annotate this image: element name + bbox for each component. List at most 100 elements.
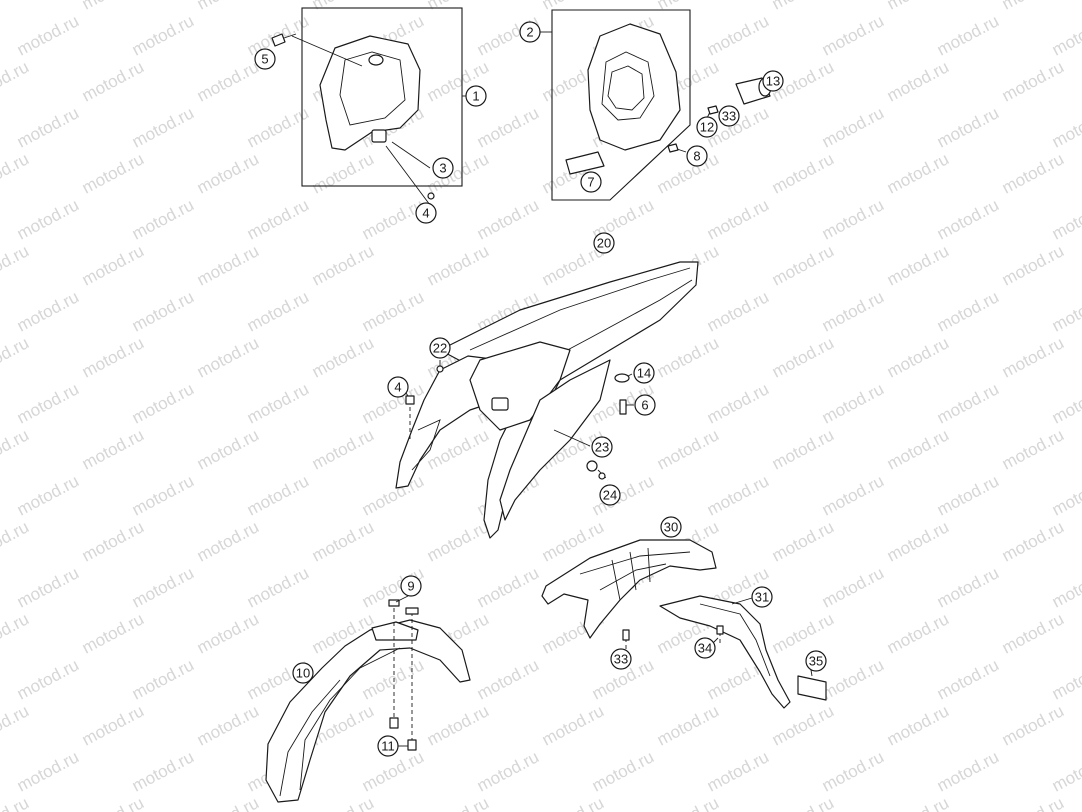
leader-9 — [395, 595, 409, 603]
watermark-text: motod.ru — [424, 793, 492, 812]
watermark-text: motod.ru — [0, 333, 32, 381]
bolt-33b — [622, 629, 630, 641]
watermark-text: motod.ru — [0, 57, 32, 105]
watermark-text: motod.ru — [194, 333, 262, 381]
callout-4b: 4 — [387, 376, 409, 398]
watermark-text: motod.ru — [244, 195, 312, 243]
watermark-text: motod.ru — [309, 0, 377, 14]
watermark-text: motod.ru — [704, 11, 772, 59]
watermark-text: motod.ru — [704, 747, 772, 795]
callout-label-13: 13 — [766, 74, 780, 89]
subframe-30 — [541, 539, 717, 639]
watermark-text: motod.ru — [934, 655, 1002, 703]
watermark-text: motod.ru — [194, 517, 262, 565]
watermark-text: motod.ru — [999, 793, 1067, 812]
watermark-text: motod.ru — [769, 517, 837, 565]
callout-label-20: 20 — [597, 236, 611, 251]
watermark-text: motod.ru — [244, 563, 312, 611]
rear-fender-group — [395, 261, 699, 539]
watermark-text: motod.ru — [819, 655, 887, 703]
watermark-text: motod.ru — [309, 793, 377, 812]
watermark-text: motod.ru — [819, 287, 887, 335]
callout-1: 1 — [465, 85, 487, 107]
callout-label-35: 35 — [809, 654, 823, 669]
watermark-text: motod.ru — [589, 747, 657, 795]
watermark-text: motod.ru — [999, 425, 1067, 473]
callout-22: 22 — [429, 337, 451, 359]
watermark-text: motod.ru — [589, 471, 657, 519]
leader-23 — [553, 429, 591, 447]
watermark-text: motod.ru — [424, 0, 492, 14]
watermark-text: motod.ru — [424, 517, 492, 565]
watermark-text: motod.ru — [129, 655, 197, 703]
callout-2: 2 — [519, 21, 541, 43]
watermark-text: motod.ru — [934, 11, 1002, 59]
watermark-text: motod.ru — [474, 747, 542, 795]
watermark-text: motod.ru — [819, 103, 887, 151]
watermark-text: motod.ru — [884, 701, 952, 749]
watermark-text: motod.ru — [819, 379, 887, 427]
watermark-text: motod.ru — [934, 195, 1002, 243]
watermark-text: motod.ru — [819, 195, 887, 243]
watermark-text: motod.ru — [769, 701, 837, 749]
watermark-text: motod.ru — [769, 241, 837, 289]
side-panel-right — [499, 359, 611, 521]
watermark-text: motod.ru — [474, 655, 542, 703]
callout-9: 9 — [400, 575, 422, 597]
callout-label-23: 23 — [595, 440, 609, 455]
headlight-mask — [587, 23, 681, 151]
watermark-text: motod.ru — [309, 425, 377, 473]
watermark-text: motod.ru — [129, 747, 197, 795]
leader-31 — [731, 597, 753, 605]
watermark-text: motod.ru — [704, 471, 772, 519]
watermark-text: motod.ru — [14, 103, 82, 151]
callout-label-4a: 4 — [422, 206, 429, 221]
watermark-text: motod.ru — [654, 425, 722, 473]
watermark-text: motod.ru — [934, 103, 1002, 151]
watermark-text: motod.ru — [884, 241, 952, 289]
bolt-4b — [405, 395, 415, 405]
watermark-text: motod.ru — [359, 287, 427, 335]
watermark-text: motod.ru — [999, 517, 1067, 565]
watermark-text: motod.ru — [539, 793, 607, 812]
watermark-text: motod.ru — [884, 149, 952, 197]
watermark-text: motod.ru — [884, 609, 952, 657]
watermark-text: motod.ru — [244, 379, 312, 427]
leader-4a — [385, 145, 431, 206]
watermark-text: motod.ru — [79, 793, 147, 812]
watermark-text: motod.ru — [654, 701, 722, 749]
watermark-text: motod.ru — [999, 609, 1067, 657]
watermark-text: motod.ru — [884, 793, 952, 812]
watermark-text: motod.ru — [1049, 655, 1082, 703]
watermark-text: motod.ru — [129, 103, 197, 151]
watermark-text: motod.ru — [359, 195, 427, 243]
number-plate-group — [271, 7, 468, 206]
watermark-text: motod.ru — [999, 149, 1067, 197]
watermark-text: motod.ru — [654, 0, 722, 14]
grommet-14 — [614, 373, 630, 383]
reflector-35 — [797, 675, 827, 701]
watermark-text: motod.ru — [0, 609, 32, 657]
watermark-text: motod.ru — [769, 333, 837, 381]
watermark-text: motod.ru — [884, 57, 952, 105]
watermark-text: motod.ru — [129, 471, 197, 519]
watermark-text: motod.ru — [79, 0, 147, 14]
callout-label-24: 24 — [603, 488, 617, 503]
watermark-text: motod.ru — [539, 0, 607, 14]
callout-20: 20 — [593, 232, 615, 254]
number-plate-recess — [339, 51, 406, 126]
callout-label-3: 3 — [439, 161, 446, 176]
watermark-text: motod.ru — [769, 425, 837, 473]
subframe-rib-1 — [579, 551, 691, 575]
fender-mount — [371, 621, 419, 641]
watermark-text: motod.ru — [819, 563, 887, 611]
screw-5 — [271, 33, 286, 47]
subframe-rib-2 — [599, 563, 667, 591]
headlight-mask-frame — [551, 9, 691, 201]
watermark-text: motod.ru — [194, 57, 262, 105]
watermark-text: motod.ru — [474, 103, 542, 151]
watermark-text: motod.ru — [359, 655, 427, 703]
headlight-mask-group — [540, 9, 772, 201]
watermark-text: motod.ru — [194, 701, 262, 749]
